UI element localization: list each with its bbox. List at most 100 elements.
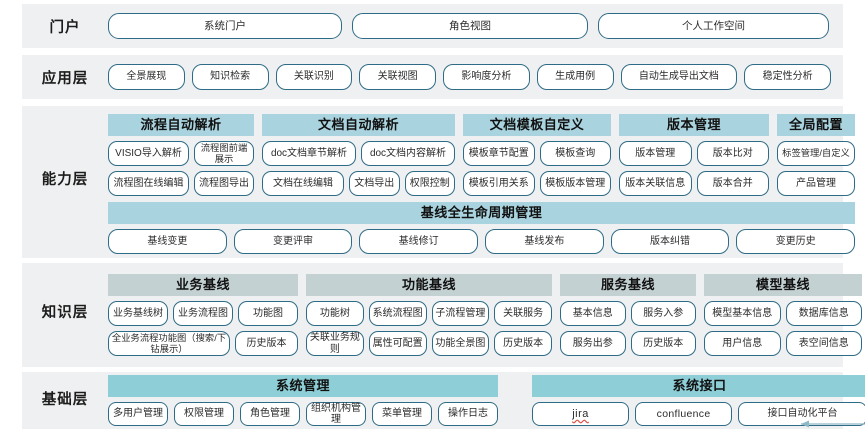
node-know-svc-1-0[interactable]: 服务出参 — [560, 331, 626, 356]
node-cap-ver-0-1[interactable]: 版本比对 — [696, 141, 769, 166]
node-application-7[interactable]: 稳定性分析 — [744, 64, 831, 90]
node-know-biz-1-0[interactable]: 全业务流程功能图（搜索/下钻展示） — [108, 331, 230, 356]
node-know-fun-0-3[interactable]: 关联服务 — [494, 301, 552, 326]
group-row: doc文档章节解析 doc文档内容解析 — [262, 141, 455, 166]
confluence-label: confluence — [656, 407, 711, 420]
node-portal-0[interactable]: 系统门户 — [108, 13, 342, 39]
node-know-mod-0-0[interactable]: 模型基本信息 — [704, 301, 781, 326]
layer-capability: 能力层 流程自动解析 VISIO导入解析 流程图前端展示 流程图在线编辑 流程图… — [22, 106, 856, 258]
node-know-mod-0-1[interactable]: 数据库信息 — [785, 301, 862, 326]
connector-arrow-icon — [801, 420, 865, 428]
node-cap-flow-1-0[interactable]: 流程图在线编辑 — [108, 171, 189, 196]
node-application-4[interactable]: 影响度分析 — [443, 64, 530, 90]
node-cap-tpl-0-0[interactable]: 模板章节配置 — [463, 141, 535, 166]
node-cap-doc-1-2[interactable]: 权限控制 — [404, 171, 455, 196]
node-baseline-2[interactable]: 基线修订 — [359, 229, 479, 254]
node-base-sys-4[interactable]: 菜单管理 — [372, 402, 432, 426]
layer-body-foundation: 系统管理 多用户管理 权限管理 角色管理 组织机构管理 菜单管理 操作日志 系统… — [108, 372, 865, 429]
node-know-mod-1-1[interactable]: 表空间信息 — [785, 331, 862, 356]
node-baseline-1[interactable]: 变更评审 — [233, 229, 353, 254]
node-cap-doc-1-0[interactable]: 文档在线编辑 — [262, 171, 344, 196]
node-know-mod-1-0[interactable]: 用户信息 — [704, 331, 781, 356]
node-cap-tpl-1-1[interactable]: 模板版本管理 — [539, 171, 611, 196]
node-application-0[interactable]: 全景展现 — [108, 64, 185, 90]
node-baseline-5[interactable]: 变更历史 — [736, 229, 856, 254]
node-know-biz-0-1[interactable]: 业务流程图 — [173, 301, 233, 326]
node-cap-flow-1-1[interactable]: 流程图导出 — [194, 171, 254, 196]
group-row: 功能树 系统流程图 子流程管理 关联服务 — [306, 301, 552, 326]
node-cap-doc-0-0[interactable]: doc文档章节解析 — [262, 141, 356, 166]
node-know-fun-0-2[interactable]: 子流程管理 — [431, 301, 490, 326]
node-cap-doc-1-1[interactable]: 文档导出 — [349, 171, 400, 196]
node-know-svc-1-1[interactable]: 历史版本 — [630, 331, 696, 356]
node-know-fun-0-1[interactable]: 系统流程图 — [368, 301, 427, 326]
node-portal-1[interactable]: 角色视图 — [352, 13, 588, 39]
capability-group-template: 文档模板自定义 模板章节配置 模板查询 模板引用关系 模板版本管理 — [463, 114, 611, 196]
node-know-fun-1-1[interactable]: 属性可配置 — [368, 331, 427, 356]
node-cap-ver-1-0[interactable]: 版本关联信息 — [619, 171, 692, 196]
node-base-if-confluence[interactable]: confluence — [635, 402, 733, 426]
group-title-doc: 文档自动解析 — [262, 114, 455, 136]
group-row: 标签管理/自定义 — [777, 141, 855, 166]
node-know-biz-0-2[interactable]: 功能图 — [238, 301, 298, 326]
node-application-6[interactable]: 自动生成导出文档 — [620, 64, 738, 90]
node-application-5[interactable]: 生成用例 — [536, 64, 614, 90]
group-title-version: 版本管理 — [619, 114, 769, 136]
group-row: 多用户管理 权限管理 角色管理 组织机构管理 菜单管理 操作日志 — [108, 402, 498, 426]
knowledge-group-function: 功能基线 功能树 系统流程图 子流程管理 关联服务 关联业务规则 属性可配置 功… — [306, 274, 552, 356]
group-title-system-management: 系统管理 — [108, 375, 498, 397]
knowledge-group-business: 业务基线 业务基线树 业务流程图 功能图 全业务流程功能图（搜索/下钻展示） 历… — [108, 274, 298, 356]
group-row: 版本管理 版本比对 — [619, 141, 769, 166]
node-know-fun-1-2[interactable]: 功能全景图 — [431, 331, 490, 356]
node-know-svc-0-1[interactable]: 服务入参 — [630, 301, 696, 326]
group-title-system-interface: 系统接口 — [532, 375, 865, 397]
node-base-if-jira[interactable]: jira — [532, 402, 630, 426]
group-row: jira confluence 接口自动化平台 — [532, 402, 865, 426]
node-base-sys-3[interactable]: 组织机构管理 — [306, 402, 366, 426]
node-application-1[interactable]: 知识检索 — [191, 64, 269, 90]
layer-label-foundation: 基础层 — [41, 392, 89, 408]
layer-application: 应用层 全景展现 知识检索 关联识别 关联视图 影响度分析 生成用例 自动生成导… — [22, 55, 843, 99]
node-know-biz-0-0[interactable]: 业务基线树 — [108, 301, 168, 326]
node-base-sys-1[interactable]: 权限管理 — [174, 402, 234, 426]
group-row: 文档在线编辑 文档导出 权限控制 — [262, 171, 455, 196]
node-application-2[interactable]: 关联识别 — [275, 64, 353, 90]
node-cap-flow-0-1[interactable]: 流程图前端展示 — [194, 141, 254, 166]
node-base-sys-0[interactable]: 多用户管理 — [108, 402, 168, 426]
group-row: 全业务流程功能图（搜索/下钻展示） 历史版本 — [108, 331, 298, 356]
node-cap-global-0-0[interactable]: 标签管理/自定义 — [777, 141, 855, 166]
node-baseline-3[interactable]: 基线发布 — [485, 229, 604, 254]
layer-label-capability: 能力层 — [41, 172, 89, 188]
capability-group-flow: 流程自动解析 VISIO导入解析 流程图前端展示 流程图在线编辑 流程图导出 — [108, 114, 254, 196]
node-cap-global-1-0[interactable]: 产品管理 — [777, 171, 855, 196]
node-application-3[interactable]: 关联视图 — [359, 64, 436, 90]
node-cap-tpl-1-0[interactable]: 模板引用关系 — [463, 171, 535, 196]
foundation-groups: 系统管理 多用户管理 权限管理 角色管理 组织机构管理 菜单管理 操作日志 系统… — [108, 375, 865, 426]
group-title-flow: 流程自动解析 — [108, 114, 254, 136]
node-cap-ver-0-0[interactable]: 版本管理 — [619, 141, 692, 166]
node-portal-2[interactable]: 个人工作空间 — [598, 13, 829, 39]
node-base-if-auto[interactable]: 接口自动化平台 — [738, 402, 865, 426]
node-know-biz-1-1[interactable]: 历史版本 — [235, 331, 298, 356]
group-row: 版本关联信息 版本合并 — [619, 171, 769, 196]
node-cap-flow-0-0[interactable]: VISIO导入解析 — [108, 141, 189, 166]
node-base-sys-5[interactable]: 操作日志 — [438, 402, 498, 426]
node-know-svc-0-0[interactable]: 基本信息 — [560, 301, 626, 326]
node-base-sys-2[interactable]: 角色管理 — [240, 402, 300, 426]
node-baseline-0[interactable]: 基线变更 — [108, 229, 227, 254]
node-know-fun-0-0[interactable]: 功能树 — [306, 301, 364, 326]
node-cap-ver-1-1[interactable]: 版本合并 — [696, 171, 769, 196]
node-cap-doc-0-1[interactable]: doc文档内容解析 — [361, 141, 455, 166]
capability-groups: 流程自动解析 VISIO导入解析 流程图前端展示 流程图在线编辑 流程图导出 文… — [108, 114, 855, 196]
group-row: 业务基线树 业务流程图 功能图 — [108, 301, 298, 326]
node-know-fun-1-0[interactable]: 关联业务规则 — [306, 331, 364, 356]
layer-label-knowledge: 知识层 — [41, 305, 89, 321]
layer-knowledge: 知识层 业务基线 业务基线树 业务流程图 功能图 全业务流程功能图（搜索/下钻展… — [22, 263, 862, 367]
node-know-fun-1-3[interactable]: 历史版本 — [494, 331, 552, 356]
layer-body-portal: 系统门户 角色视图 个人工作空间 — [108, 4, 843, 48]
node-cap-tpl-0-1[interactable]: 模板查询 — [539, 141, 611, 166]
node-baseline-4[interactable]: 版本纠错 — [610, 229, 730, 254]
group-row: 用户信息 表空间信息 — [704, 331, 862, 356]
foundation-group-system-interface: 系统接口 jira confluence 接口自动化平台 — [532, 375, 865, 426]
group-title-global: 全局配置 — [777, 114, 855, 136]
